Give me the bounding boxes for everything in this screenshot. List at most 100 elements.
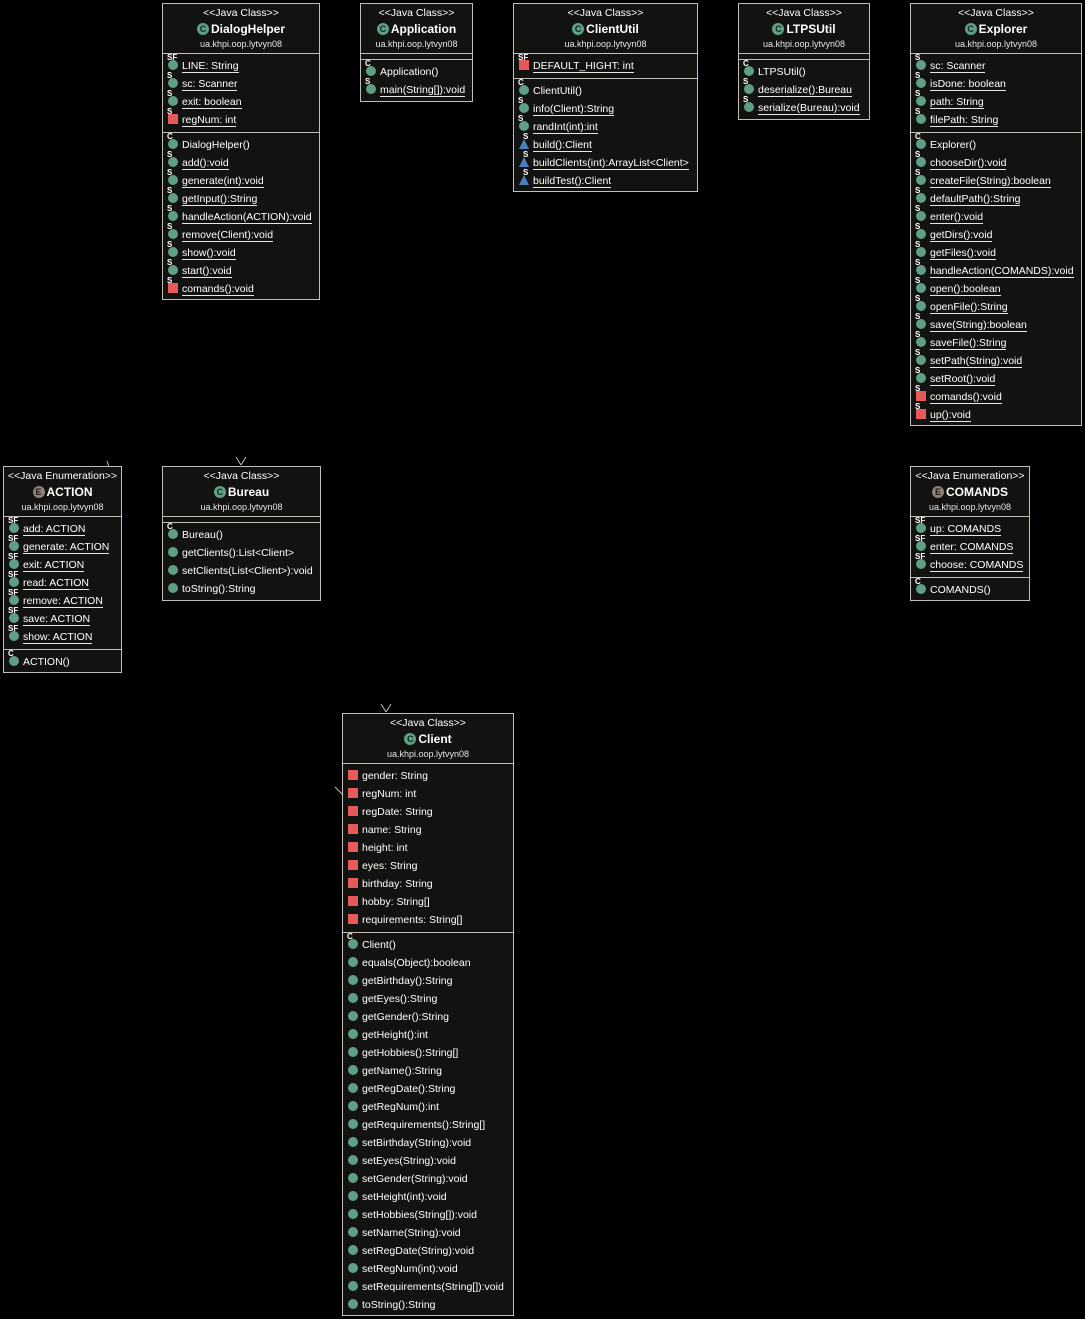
method-row[interactable]: getGender():String <box>343 1008 513 1026</box>
method-row[interactable]: getName():String <box>343 1062 513 1080</box>
method-row[interactable]: getHobbies():String[] <box>343 1044 513 1062</box>
method-row[interactable]: setRegNum(int):void <box>343 1260 513 1278</box>
method-row[interactable]: setRequirements(String[]):void <box>343 1278 513 1296</box>
method-row[interactable]: getRegDate():String <box>343 1080 513 1098</box>
method-row[interactable]: setName(String):void <box>343 1224 513 1242</box>
method-row[interactable]: setHeight(int):void <box>343 1188 513 1206</box>
field-row[interactable]: eyes: String <box>343 857 513 875</box>
method-row[interactable]: setGender(String):void <box>343 1170 513 1188</box>
field-row[interactable]: birthday: String <box>343 875 513 893</box>
field-row[interactable]: height: int <box>343 839 513 857</box>
field-row[interactable]: requirements: String[] <box>343 911 513 929</box>
field-row[interactable]: regDate: String <box>343 803 513 821</box>
method-row[interactable]: setClients(List<Client>):void <box>163 562 320 580</box>
field-row[interactable]: regNum: int <box>343 785 513 803</box>
method-row[interactable]: getEyes():String <box>343 990 513 1008</box>
field-row[interactable]: name: String <box>343 821 513 839</box>
method-row[interactable]: setEyes(String):void <box>343 1152 513 1170</box>
method-row[interactable]: getHeight():int <box>343 1026 513 1044</box>
method-row[interactable]: equals(Object):boolean <box>343 954 513 972</box>
method-row[interactable]: setHobbies(String[]):void <box>343 1206 513 1224</box>
method-row[interactable]: getClients():List<Client> <box>163 544 320 562</box>
method-row[interactable]: getRequirements():String[] <box>343 1116 513 1134</box>
method-row[interactable]: toString():String <box>343 1296 513 1314</box>
method-row[interactable]: setBirthday(String):void <box>343 1134 513 1152</box>
field-row[interactable]: gender: String <box>343 767 513 785</box>
method-row[interactable]: setRegDate(String):void <box>343 1242 513 1260</box>
method-row[interactable]: getBirthday():String <box>343 972 513 990</box>
field-row[interactable]: hobby: String[] <box>343 893 513 911</box>
method-row[interactable]: toString():String <box>163 580 320 598</box>
method-row[interactable]: getRegNum():int <box>343 1098 513 1116</box>
